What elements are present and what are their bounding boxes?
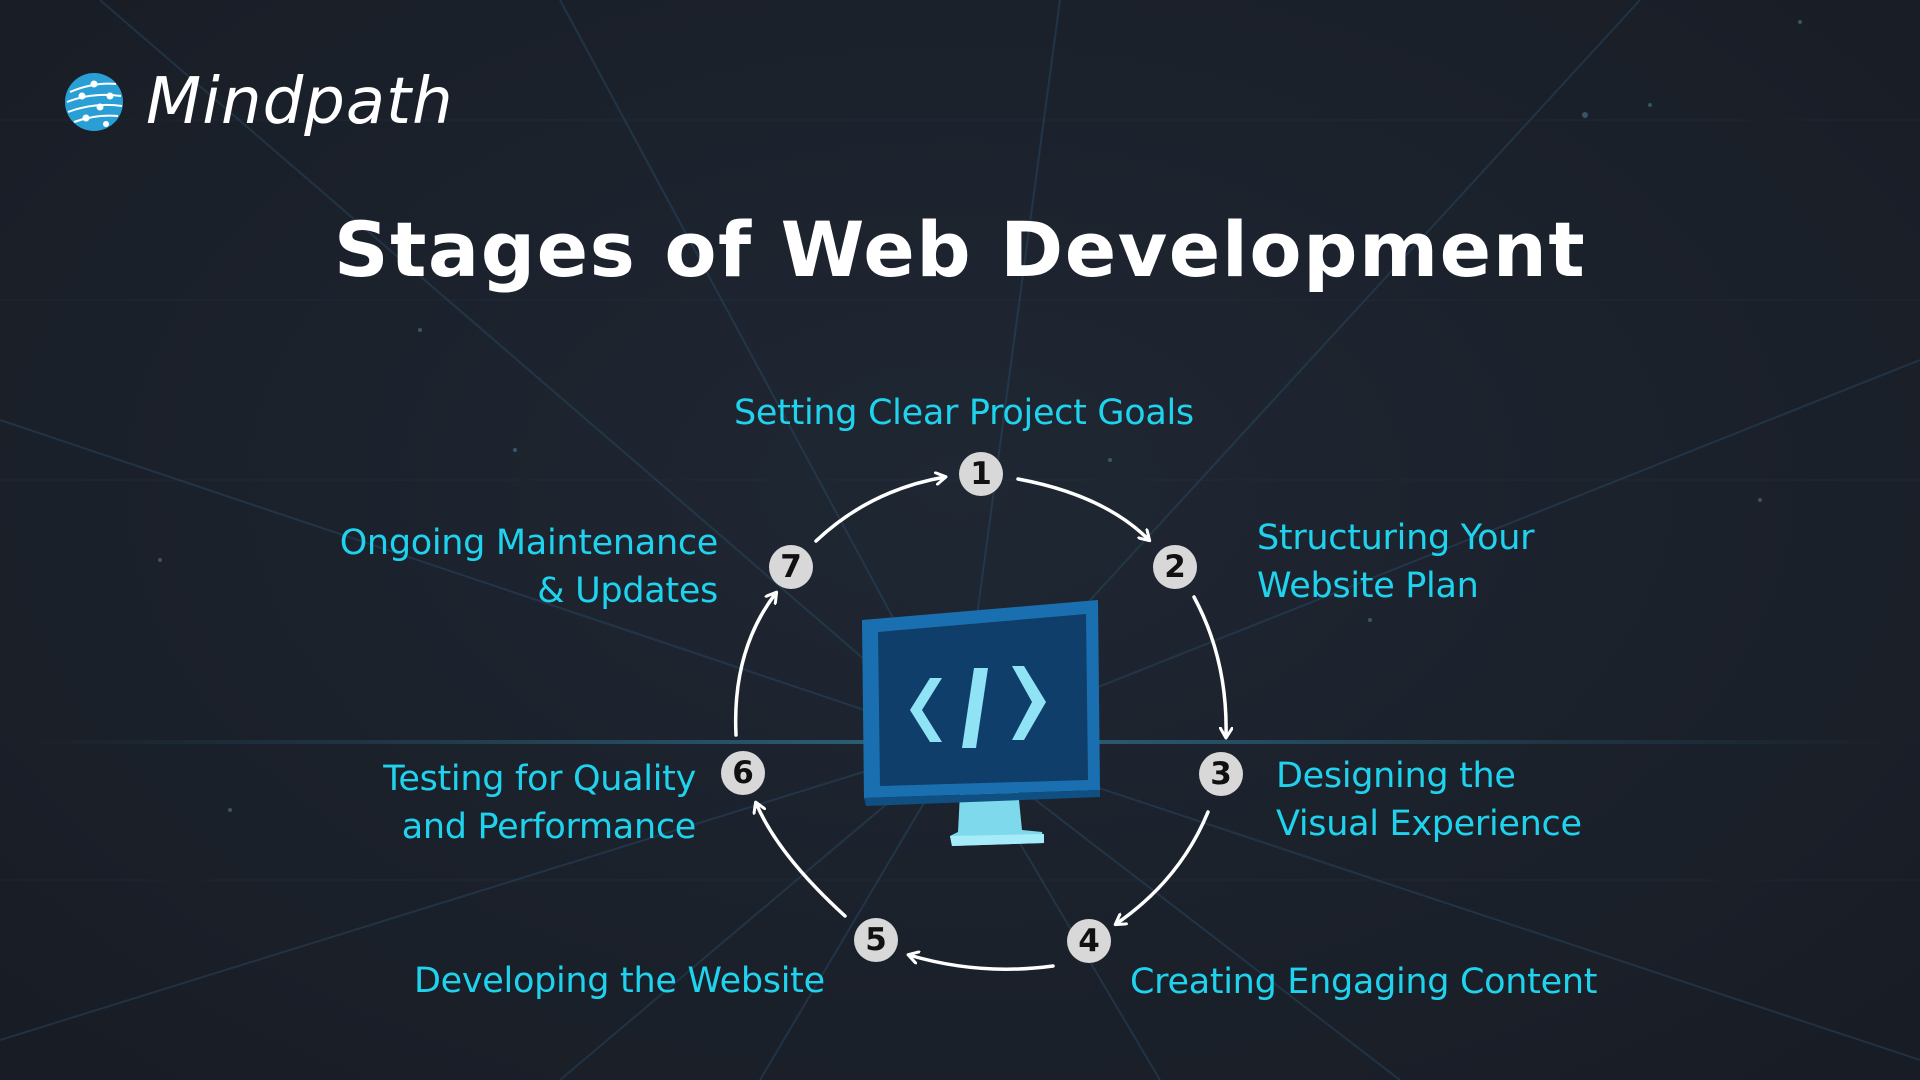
stage-label-3: Designing the Visual Experience [1276,756,1582,844]
stage-number-7: 7 [769,545,813,589]
stage-label-1: Setting Clear Project Goals [734,393,1194,433]
stage-number-5: 5 [854,918,898,962]
stage-number-4: 4 [1067,919,1111,963]
arrow-6-to-7 [733,593,776,737]
brand-name: Mindpath [146,65,454,139]
brand-logo: Mindpath [64,70,454,134]
arrow-7-to-1 [814,477,945,543]
stage-label-2: Structuring Your Website Plan [1257,518,1535,606]
stage-number-6: 6 [721,751,765,795]
page-title: Stages of Web Development [333,205,1587,294]
stage-label-7: Ongoing Maintenance & Updates [339,523,719,611]
globe-circuit-icon [65,73,123,131]
stage-label-4: Creating Engaging Content [1130,962,1598,1002]
arrow-4-to-5 [909,955,1055,971]
arrow-3-to-4 [1116,810,1210,924]
arrow-2-to-3 [1192,595,1226,737]
monitor-code-icon [862,600,1100,846]
arrow-5-to-6 [756,803,847,918]
arrow-1-to-2 [1016,477,1149,540]
stage-number-2: 2 [1153,545,1197,589]
stage-number-3: 3 [1199,752,1243,796]
stage-number-1: 1 [959,452,1003,496]
stage-label-6: Testing for Quality and Performance [383,759,696,847]
stage-label-5: Developing the Website [414,961,825,1001]
